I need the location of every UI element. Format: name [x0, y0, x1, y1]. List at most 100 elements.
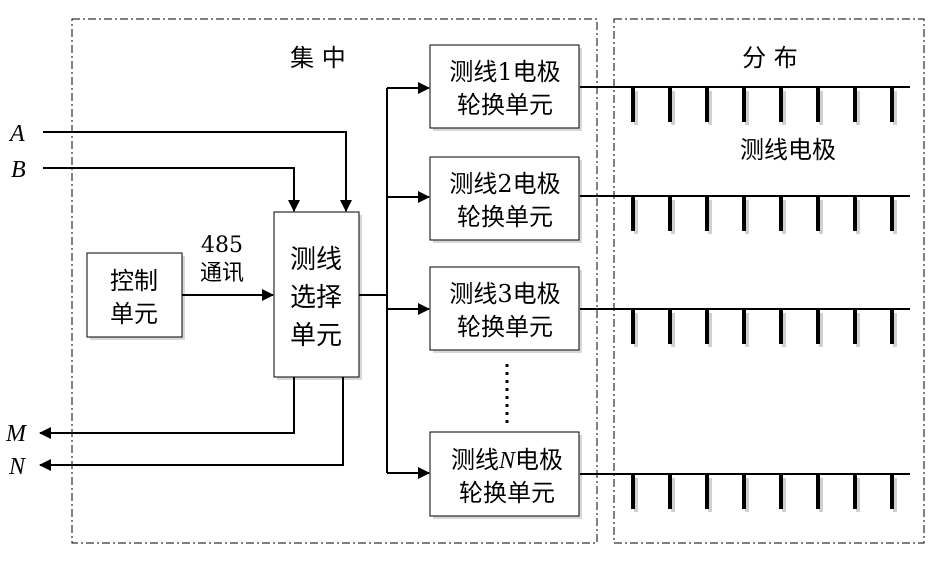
electrode-shadow [708, 313, 712, 347]
electrode[interactable] [853, 475, 857, 509]
output-line-m [39, 377, 295, 439]
switch-unit-2-line2: 轮换单元 [457, 203, 553, 231]
electrode-shadow [671, 478, 675, 512]
electrode-shadow [745, 200, 749, 234]
electrode[interactable] [816, 475, 820, 509]
link-label-line2: 通讯 [200, 261, 244, 286]
electrode-label: 测线电极 [740, 136, 836, 164]
electrode-shadow [634, 313, 638, 347]
electrode-shadow [745, 91, 749, 125]
switch-unit-1-box[interactable] [429, 44, 580, 129]
electrode[interactable] [890, 310, 894, 344]
electrode[interactable] [853, 197, 857, 231]
control-unit-label-line2: 单元 [110, 300, 158, 328]
selector-unit-box[interactable] [273, 211, 360, 378]
input-label-b: B [11, 157, 26, 183]
electrode[interactable] [816, 310, 820, 344]
electrode-shadow [856, 91, 860, 125]
electrode[interactable] [705, 197, 709, 231]
electrode[interactable] [668, 88, 672, 122]
electrode-shadow [745, 313, 749, 347]
electrode[interactable] [631, 197, 635, 231]
switch-unit-n-box[interactable] [429, 431, 580, 517]
electrode[interactable] [668, 310, 672, 344]
electrode-shadow [708, 200, 712, 234]
control-unit-box[interactable] [86, 252, 183, 338]
selector-unit-label-line1: 测线 [290, 245, 342, 275]
electrode[interactable] [705, 88, 709, 122]
electrode[interactable] [853, 88, 857, 122]
electrode[interactable] [816, 197, 820, 231]
electrode[interactable] [816, 88, 820, 122]
electrode[interactable] [853, 310, 857, 344]
electrode-shadow [708, 478, 712, 512]
electrode[interactable] [890, 475, 894, 509]
electrode[interactable] [779, 310, 783, 344]
distribution-bus [359, 88, 388, 473]
electrode-shadow [782, 478, 786, 512]
selector-unit-label-line2: 选择 [290, 283, 342, 313]
survey-lines [580, 86, 910, 512]
switch-unit-n-line2: 轮换单元 [459, 479, 555, 507]
electrode[interactable] [742, 310, 746, 344]
electrode-shadow [819, 313, 823, 347]
electrode-shadow [634, 91, 638, 125]
switch-unit-1-line2: 轮换单元 [457, 91, 553, 119]
electrode-shadow [856, 200, 860, 234]
selector-unit-label-line3: 单元 [290, 321, 342, 351]
switch-unit-n-line1: 测线N电极 [451, 446, 563, 474]
electrode[interactable] [705, 310, 709, 344]
input-line-b [43, 167, 300, 212]
control-unit-label-line1: 控制 [110, 267, 158, 295]
electrode-shadow [819, 91, 823, 125]
electrode-shadow [671, 91, 675, 125]
electrode-shadow [708, 91, 712, 125]
output-line-n [39, 377, 344, 471]
electrode[interactable] [779, 197, 783, 231]
electrode-shadow [819, 478, 823, 512]
electrode-shadow [745, 478, 749, 512]
electrode-shadow [634, 200, 638, 234]
electrode[interactable] [705, 475, 709, 509]
electrode[interactable] [742, 475, 746, 509]
output-label-n: N [8, 454, 27, 480]
electrode-shadow [893, 313, 897, 347]
switch-unit-3-line2: 轮换单元 [457, 313, 553, 341]
electrode-shadow [782, 313, 786, 347]
output-label-m: M [5, 421, 28, 447]
electrode-shadow [634, 478, 638, 512]
link-label-line1: 485 [201, 233, 243, 258]
electrode-shadow [893, 91, 897, 125]
electrode[interactable] [779, 475, 783, 509]
electrode-shadow [671, 313, 675, 347]
electrode[interactable] [890, 88, 894, 122]
centralized-region-border [71, 18, 598, 544]
electrode[interactable] [668, 197, 672, 231]
electrode-shadow [671, 200, 675, 234]
electrode-shadow [819, 200, 823, 234]
switch-unit-3-box[interactable] [429, 266, 580, 351]
electrode[interactable] [742, 88, 746, 122]
electrode[interactable] [890, 197, 894, 231]
electrode-shadow [782, 91, 786, 125]
electrode-shadow [782, 200, 786, 234]
electrode[interactable] [631, 475, 635, 509]
input-label-a: A [8, 121, 25, 147]
distributed-region-border [613, 18, 925, 544]
switch-unit-2-line1: 测线2电极 [449, 170, 560, 198]
electrode[interactable] [631, 88, 635, 122]
electrode-shadow [893, 478, 897, 512]
electrode-shadow [893, 200, 897, 234]
switch-unit-2-box[interactable] [429, 156, 580, 241]
electrode[interactable] [631, 310, 635, 344]
electrode[interactable] [742, 197, 746, 231]
input-line-a [43, 131, 352, 212]
switch-unit-3-line1: 测线3电极 [449, 280, 560, 308]
electrode-shadow [856, 313, 860, 347]
switch-unit-1-line1: 测线1电极 [449, 58, 560, 86]
electrode[interactable] [668, 475, 672, 509]
centralized-region-title: 集 中 [290, 44, 346, 72]
electrode[interactable] [779, 88, 783, 122]
distributed-region-title: 分 布 [742, 44, 798, 72]
